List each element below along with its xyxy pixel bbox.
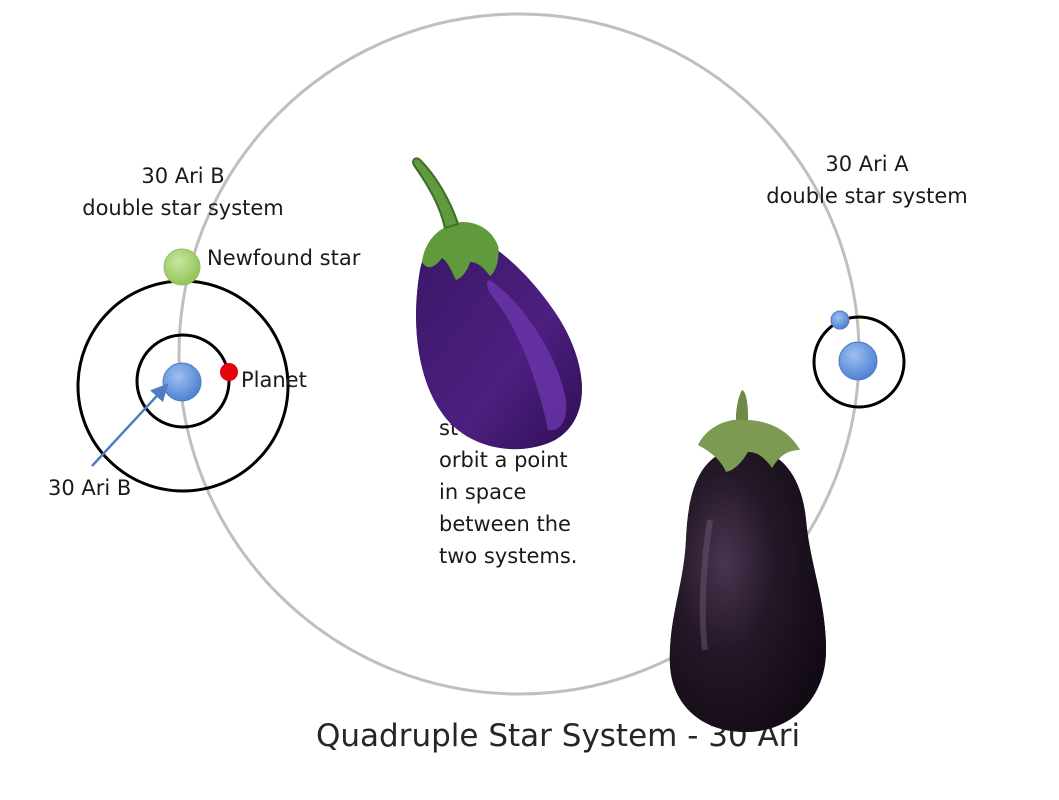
system-a-star-large (838, 341, 878, 381)
caption-text: st orbit a point in space between the tw… (439, 412, 577, 572)
diagram-title: Quadruple Star System - 30 Ari (316, 718, 801, 754)
system-b-label: 30 Ari B double star system (82, 160, 284, 224)
eggplant-emoji-icon (412, 157, 582, 450)
caption-line: in space (439, 480, 527, 504)
planet-label: Planet (241, 368, 307, 392)
arrow-30-ari-b (91, 383, 169, 467)
system-a-orbit (812, 315, 906, 409)
eggplant-photo-icon (669, 390, 826, 732)
system-b-name: 30 Ari B (141, 164, 225, 188)
planet (220, 363, 238, 381)
caption-line: two systems. (439, 544, 578, 568)
caption-line: between the (439, 512, 571, 536)
system-a-subtitle: double star system (766, 184, 968, 208)
system-a-star-small (830, 310, 850, 330)
system-a-name: 30 Ari A (825, 152, 909, 176)
arrow-label: 30 Ari B (48, 476, 132, 500)
system-a-label: 30 Ari A double star system (766, 148, 968, 212)
caption-line: st (439, 416, 459, 440)
caption-line: orbit a point (439, 448, 568, 472)
system-b-star (162, 362, 202, 402)
newfound-star-label: Newfound star (207, 246, 361, 270)
newfound-star (163, 248, 201, 286)
system-b-subtitle: double star system (82, 196, 284, 220)
